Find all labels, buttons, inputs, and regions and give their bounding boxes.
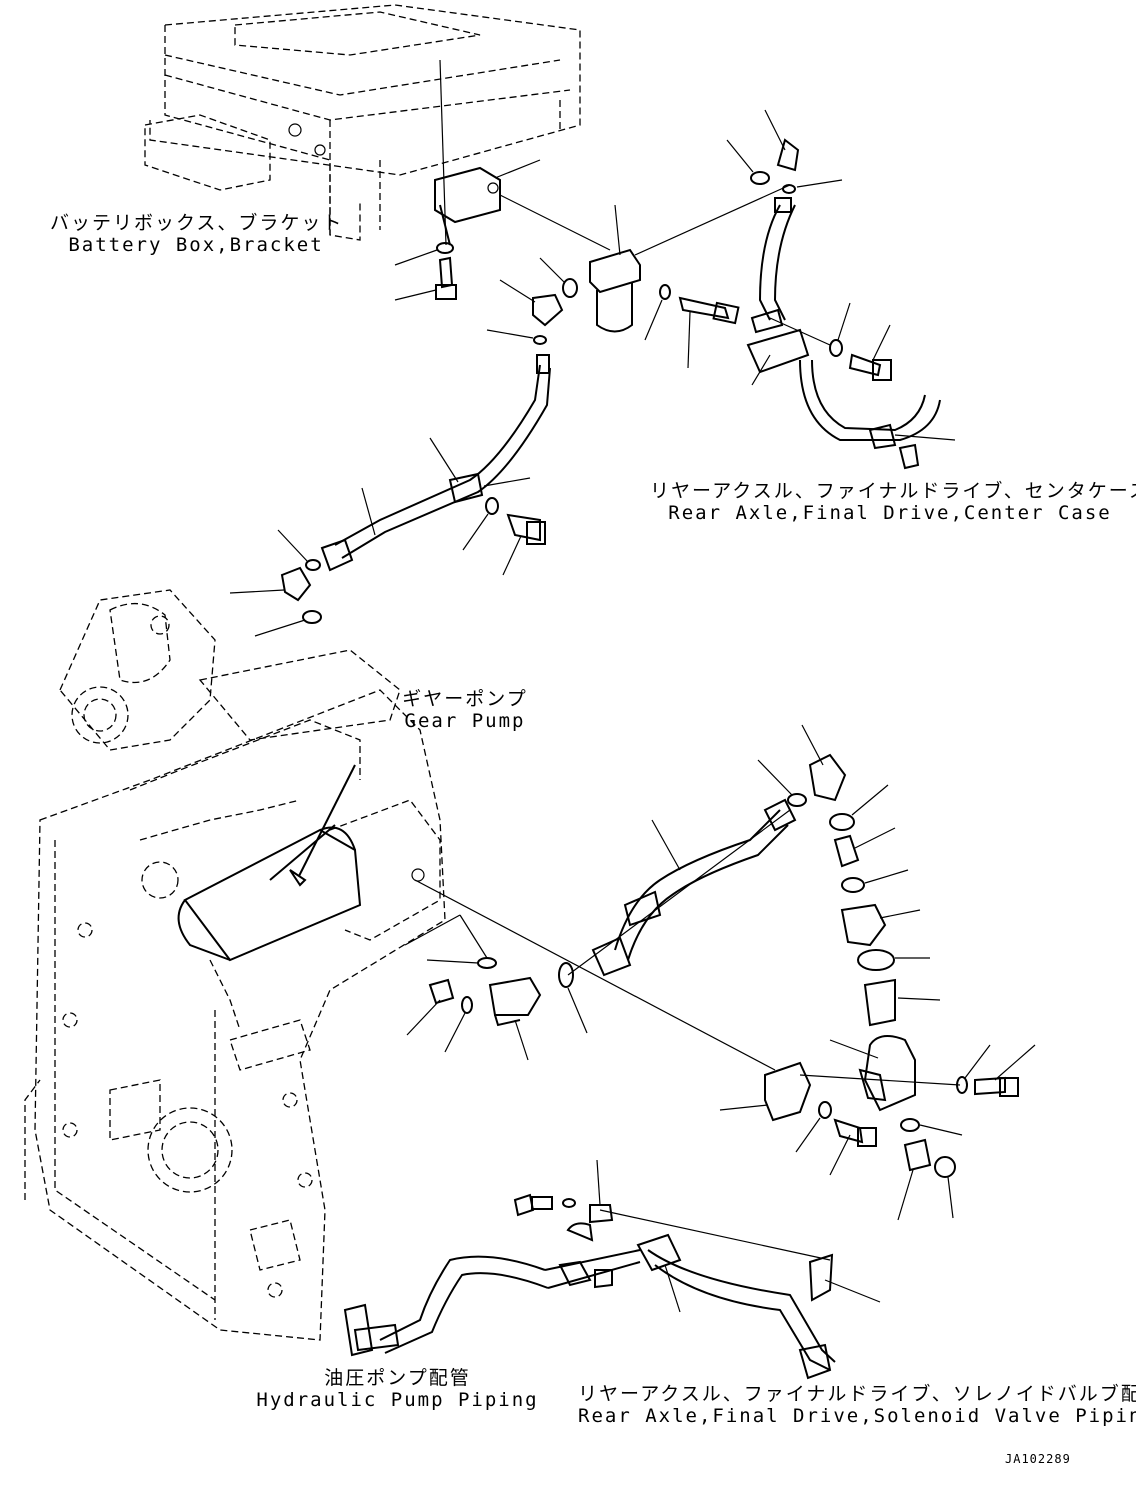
solenoid-fittings	[404, 879, 776, 1071]
battery-box-label-en: Battery Box,Bracket	[68, 234, 324, 256]
center-case-hose	[726, 109, 956, 470]
filter-bracket-assembly	[394, 59, 791, 369]
bottom-piping	[343, 1159, 881, 1380]
gear-pump	[177, 764, 441, 962]
strainer-hose-assembly	[558, 724, 941, 1112]
upper-hose	[229, 354, 551, 637]
solenoid-piping-label-ja: リヤーアクスル、ファイナルドライブ、ソレノイドバルブ配管	[578, 1383, 1136, 1405]
hydraulic-piping-label-ja: 油圧ポンプ配管	[324, 1367, 471, 1389]
center-case-label: リヤーアクスル、ファイナルドライブ、センタケース Rear Axle,Final…	[650, 480, 1136, 524]
hydraulic-piping-label: 油圧ポンプ配管 Hydraulic Pump Piping	[255, 1367, 540, 1411]
drawing-code: JA102289	[1005, 1452, 1071, 1466]
gear-pump-label-ja: ギヤーポンプ	[402, 688, 528, 710]
battery-box-label-ja: バッテリボックス、ブラケット	[50, 212, 344, 234]
transmission-housing-outline	[24, 589, 446, 1341]
battery-box-label: バッテリボックス、ブラケット Battery Box,Bracket	[50, 212, 342, 256]
hydraulic-piping-label-en: Hydraulic Pump Piping	[256, 1389, 539, 1411]
gear-pump-label-en: Gear Pump	[404, 710, 526, 732]
solenoid-piping-label: リヤーアクスル、ファイナルドライブ、ソレノイドバルブ配管 Rear Axle,F…	[578, 1383, 1136, 1427]
center-case-label-ja: リヤーアクスル、ファイナルドライブ、センタケース	[650, 480, 1136, 502]
center-case-label-en: Rear Axle,Final Drive,Center Case	[668, 502, 1112, 524]
battery-box-outline	[144, 4, 581, 241]
gear-pump-label: ギヤーポンプ Gear Pump	[395, 688, 535, 732]
lower-bracket-bolts	[719, 1044, 1036, 1221]
solenoid-piping-label-en: Rear Axle,Final Drive,Solenoid Valve Pip…	[578, 1405, 1136, 1427]
